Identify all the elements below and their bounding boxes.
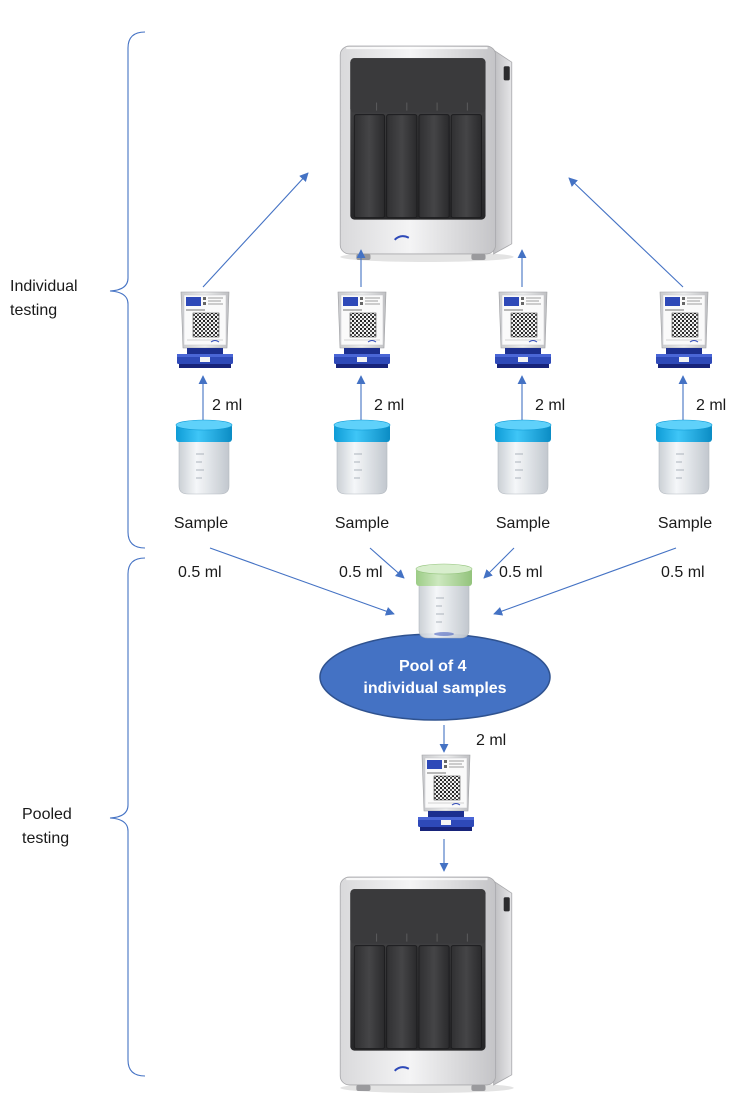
sample-jar-2 bbox=[333, 419, 391, 495]
arrow-sample-1-to-pool bbox=[209, 547, 395, 616]
arrow-sample-4-to-pool bbox=[493, 547, 677, 616]
pooled-testing-label: Pooled testing bbox=[22, 806, 76, 847]
cartridge-volume-2: 2 ml bbox=[374, 397, 404, 414]
arrow-cartridge-1-to-analyzer bbox=[202, 172, 309, 288]
sample-label-4: Sample bbox=[658, 515, 712, 532]
cartridge-volume-1: 2 ml bbox=[212, 397, 242, 414]
sample-label-2: Sample bbox=[335, 515, 389, 532]
cartridge-volume-3: 2 ml bbox=[535, 397, 565, 414]
sample-jar-row bbox=[175, 419, 713, 495]
cartridge-2 bbox=[333, 291, 391, 369]
cartridge-3 bbox=[494, 291, 552, 369]
arrow-cartridge-4-to-analyzer bbox=[568, 177, 684, 288]
arrow-sample-3-to-pool bbox=[483, 547, 515, 579]
arrow-sample-2-to-pool bbox=[369, 547, 405, 579]
cartridge-4 bbox=[655, 291, 713, 369]
pool-volume-3: 0.5 ml bbox=[499, 564, 543, 581]
cartridge-1 bbox=[176, 291, 234, 369]
pooled-cartridge-volume: 2 ml bbox=[476, 732, 506, 749]
cartridge-volume-4: 2 ml bbox=[696, 397, 726, 414]
sample-label-3: Sample bbox=[496, 515, 550, 532]
pool-volume-1: 0.5 ml bbox=[178, 564, 222, 581]
pooled-cartridge bbox=[417, 754, 475, 832]
sample-jar-1 bbox=[175, 419, 233, 495]
pool-ellipse bbox=[319, 633, 551, 721]
pool-volume-2: 0.5 ml bbox=[339, 564, 383, 581]
pooled-testing-analyzer bbox=[339, 876, 515, 1094]
individual-testing-analyzer bbox=[339, 45, 515, 263]
individual-testing-label: Individual testing bbox=[10, 278, 82, 319]
sample-label-1: Sample bbox=[174, 515, 228, 532]
individual-testing-bracket bbox=[109, 31, 146, 549]
pool-volume-4: 0.5 ml bbox=[661, 564, 705, 581]
cartridge-row bbox=[176, 291, 713, 369]
pool-jar bbox=[415, 563, 473, 639]
sample-jar-3 bbox=[494, 419, 552, 495]
pool-label: Pool of 4 individual samples bbox=[363, 658, 506, 697]
pooled-testing-bracket bbox=[109, 557, 146, 1077]
sample-jar-4 bbox=[655, 419, 713, 495]
